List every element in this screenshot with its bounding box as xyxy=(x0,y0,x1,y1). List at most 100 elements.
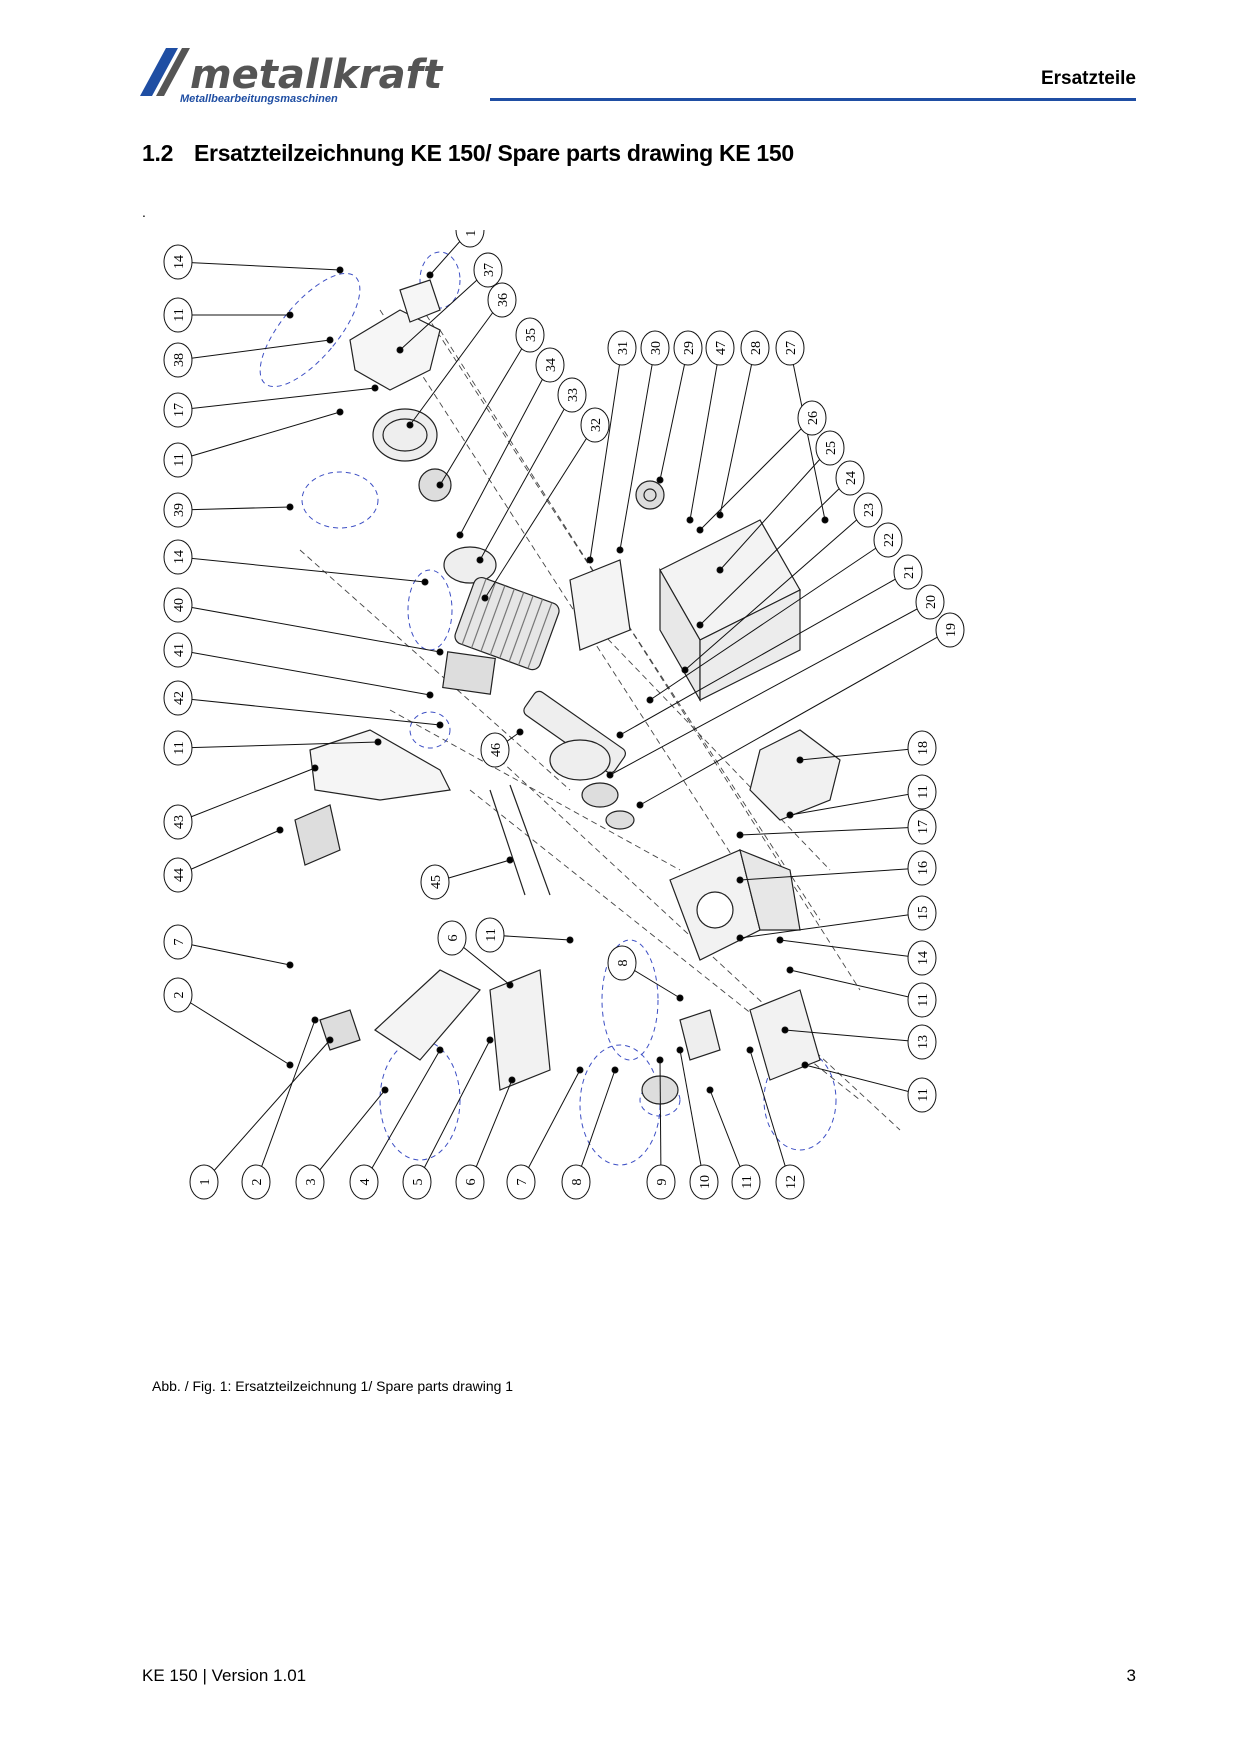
leader-arrow xyxy=(716,566,724,574)
metallkraft-logo: metallkraft Metallbearbeitungsmaschinen xyxy=(140,48,444,105)
part-callout-11: 11 xyxy=(464,230,479,237)
part-callout-8: 8 xyxy=(570,1179,585,1186)
leader-arrow xyxy=(426,271,434,279)
leader-line xyxy=(177,604,441,653)
part-callout-3: 3 xyxy=(304,1179,319,1186)
callout-bubble xyxy=(607,945,637,981)
part-callout-28: 28 xyxy=(749,341,764,355)
part-callout-11: 11 xyxy=(172,308,187,321)
part-callout-12: 12 xyxy=(784,1175,799,1189)
callout-bubble xyxy=(935,612,965,648)
leader-line xyxy=(520,1069,581,1183)
leader-arrow xyxy=(736,876,744,884)
leader-line xyxy=(177,556,426,583)
callout-bubble xyxy=(480,732,510,768)
leader-line xyxy=(719,347,756,516)
part-callout-11: 11 xyxy=(916,1088,931,1101)
part-callout-11: 11 xyxy=(172,741,187,754)
part-callout-14: 14 xyxy=(172,255,187,269)
part-callout-37: 37 xyxy=(482,263,497,277)
callout-bubble xyxy=(907,982,937,1018)
leader-arrow xyxy=(716,511,724,519)
leader-arrow xyxy=(676,1046,684,1054)
leader-arrow xyxy=(801,1061,809,1069)
leader-line xyxy=(177,994,291,1066)
heading-number: 1.2 xyxy=(142,140,174,166)
leader-arrow xyxy=(286,503,294,511)
leader-arrow xyxy=(476,556,484,564)
leader-line xyxy=(575,1069,616,1183)
leader-line xyxy=(639,629,951,806)
callout-bubble xyxy=(437,920,467,956)
leader-line xyxy=(589,347,623,561)
part-callout-2: 2 xyxy=(250,1179,265,1186)
part-callout-33: 33 xyxy=(566,388,581,402)
leader-arrow xyxy=(381,1086,389,1094)
callout-bubble xyxy=(907,809,937,845)
leader-line xyxy=(619,571,909,736)
callout-bubble xyxy=(580,407,610,443)
callout-bubble xyxy=(797,400,827,436)
callout-bubble xyxy=(506,1164,536,1200)
leader-line xyxy=(177,339,331,361)
header-rule xyxy=(490,98,1136,101)
callout-bubble xyxy=(673,330,703,366)
part-callout-30: 30 xyxy=(649,341,664,355)
leader-line xyxy=(789,791,923,816)
part-callout-36: 36 xyxy=(496,293,511,307)
callout-bubble xyxy=(163,492,193,528)
callout-bubble xyxy=(163,632,193,668)
leader-arrow xyxy=(566,936,574,944)
callout-bubble xyxy=(740,330,770,366)
part-callout-45: 45 xyxy=(429,875,444,889)
callout-bubble xyxy=(705,330,735,366)
callout-bubble xyxy=(907,850,937,886)
callout-bubble xyxy=(907,774,937,810)
callout-bubble xyxy=(475,917,505,953)
leader-line xyxy=(469,1079,513,1183)
leader-line xyxy=(684,509,869,671)
part-callout-27: 27 xyxy=(784,341,799,355)
callout-bubble xyxy=(535,347,565,383)
callout-bubble xyxy=(689,1164,719,1200)
leader-arrow xyxy=(286,961,294,969)
leader-line xyxy=(609,601,931,776)
part-callout-16: 16 xyxy=(916,861,931,875)
leader-arrow xyxy=(406,421,414,429)
part-callout-29: 29 xyxy=(682,341,697,355)
part-callout-11: 11 xyxy=(916,993,931,1006)
callout-bubble xyxy=(241,1164,271,1200)
leader-arrow xyxy=(686,516,694,524)
part-callout-1: 1 xyxy=(198,1179,213,1186)
callout-bubble xyxy=(907,940,937,976)
leader-line xyxy=(203,1039,331,1183)
logo-subtitle: Metallbearbeitungsmaschinen xyxy=(180,93,338,105)
callout-bubble xyxy=(907,895,937,931)
callout-bubble xyxy=(189,1164,219,1200)
leader-line xyxy=(459,364,551,536)
part-callout-7: 7 xyxy=(515,1179,530,1186)
leader-arrow xyxy=(516,728,524,736)
part-callout-32: 32 xyxy=(589,418,604,432)
part-callout-26: 26 xyxy=(806,411,821,425)
leader-arrow xyxy=(736,934,744,942)
leader-line xyxy=(799,747,923,761)
leader-line xyxy=(484,424,596,599)
part-callout-13: 13 xyxy=(916,1035,931,1049)
leader-line xyxy=(309,1089,386,1183)
leader-arrow xyxy=(676,994,684,1002)
callout-bubble xyxy=(163,587,193,623)
callout-bubble xyxy=(557,377,587,413)
part-callout-42: 42 xyxy=(172,691,187,705)
part-callout-20: 20 xyxy=(924,595,939,609)
leader-arrow xyxy=(286,311,294,319)
leader-line xyxy=(177,941,291,966)
leader-line xyxy=(177,506,291,511)
leader-arrow xyxy=(781,1026,789,1034)
leader-line xyxy=(177,261,341,271)
callout-bubble xyxy=(163,297,193,333)
leader-line xyxy=(177,387,376,411)
callout-bubble xyxy=(561,1164,591,1200)
leader-arrow xyxy=(506,856,514,864)
leader-arrow xyxy=(436,481,444,489)
